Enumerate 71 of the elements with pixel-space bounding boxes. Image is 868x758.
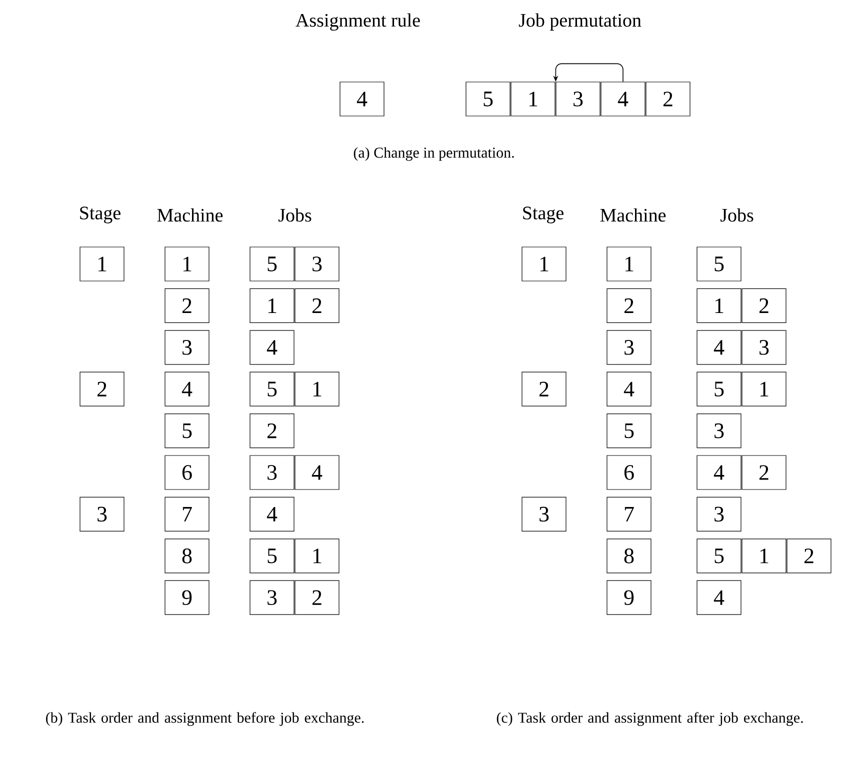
number-box: 4 bbox=[250, 330, 294, 365]
number-box: 3 bbox=[164, 330, 210, 365]
number-box: 9 bbox=[164, 580, 210, 615]
number-box: 4 bbox=[696, 580, 742, 615]
number-box: 5 bbox=[164, 414, 210, 448]
column-heading: Job permutation bbox=[518, 13, 642, 31]
column-heading: Machine bbox=[157, 208, 223, 222]
number-box: 1 bbox=[294, 372, 340, 406]
number-box: 5 bbox=[696, 538, 742, 574]
number-box: 5 bbox=[250, 246, 294, 282]
number-box: 5 bbox=[250, 538, 294, 574]
number-box: 7 bbox=[164, 496, 210, 532]
number-box: 1 bbox=[696, 288, 742, 323]
column-heading: Stage bbox=[523, 206, 564, 224]
number-box: 4 bbox=[340, 82, 384, 116]
number-box: 2 bbox=[786, 538, 832, 574]
number-box: 5 bbox=[466, 82, 510, 116]
number-box: 3 bbox=[294, 246, 340, 282]
number-box: 4 bbox=[696, 455, 742, 490]
number-box: 3 bbox=[250, 580, 294, 615]
number-box: 1 bbox=[164, 246, 210, 282]
number-box: 6 bbox=[164, 455, 210, 490]
number-box: 5 bbox=[250, 372, 294, 406]
number-box: 5 bbox=[696, 246, 742, 282]
number-box: 2 bbox=[164, 288, 210, 323]
number-box: 3 bbox=[556, 82, 600, 116]
number-box: 1 bbox=[742, 538, 786, 574]
number-box: 5 bbox=[606, 414, 652, 448]
number-box: 2 bbox=[294, 580, 340, 615]
number-box: 2 bbox=[80, 372, 124, 406]
number-box: 3 bbox=[742, 330, 786, 365]
number-box: 1 bbox=[510, 82, 556, 116]
number-box: 2 bbox=[606, 288, 652, 323]
caption: (b) Task order and assignment before job exchange. bbox=[46, 712, 364, 726]
number-box: 6 bbox=[606, 455, 652, 490]
number-box: 7 bbox=[606, 496, 652, 532]
number-box: 9 bbox=[606, 580, 652, 615]
number-box: 4 bbox=[250, 496, 294, 532]
column-heading: Jobs bbox=[720, 208, 754, 222]
number-box: 3 bbox=[606, 330, 652, 365]
number-box: 1 bbox=[250, 288, 294, 323]
number-box: 3 bbox=[696, 414, 742, 448]
column-heading: Jobs bbox=[278, 208, 312, 222]
number-box: 1 bbox=[80, 246, 124, 282]
number-box: 3 bbox=[80, 496, 124, 532]
number-box: 1 bbox=[742, 372, 786, 406]
number-box: 2 bbox=[294, 288, 340, 323]
number-box: 3 bbox=[696, 496, 742, 532]
column-heading: Machine bbox=[600, 208, 666, 222]
number-box: 4 bbox=[600, 82, 646, 116]
number-box: 4 bbox=[294, 455, 340, 490]
column-heading: Stage bbox=[80, 206, 120, 224]
number-box: 8 bbox=[606, 538, 652, 574]
number-box: 2 bbox=[646, 82, 690, 116]
number-box: 1 bbox=[606, 246, 652, 282]
number-box: 8 bbox=[164, 538, 210, 574]
number-box: 3 bbox=[522, 496, 566, 532]
number-box: 2 bbox=[250, 414, 294, 448]
number-box: 3 bbox=[250, 455, 294, 490]
number-box: 5 bbox=[696, 372, 742, 406]
number-box: 2 bbox=[742, 288, 786, 323]
number-box: 1 bbox=[294, 538, 340, 574]
caption: (c) Task order and assignment after job exchange. bbox=[496, 712, 803, 726]
column-heading: Assignment rule bbox=[296, 13, 420, 31]
caption: (a) Change in permutation. bbox=[354, 147, 514, 161]
number-box: 4 bbox=[164, 372, 210, 406]
number-box: 2 bbox=[742, 455, 786, 490]
number-box: 1 bbox=[522, 246, 566, 282]
number-box: 4 bbox=[696, 330, 742, 365]
number-box: 4 bbox=[606, 372, 652, 406]
number-box: 2 bbox=[522, 372, 566, 406]
